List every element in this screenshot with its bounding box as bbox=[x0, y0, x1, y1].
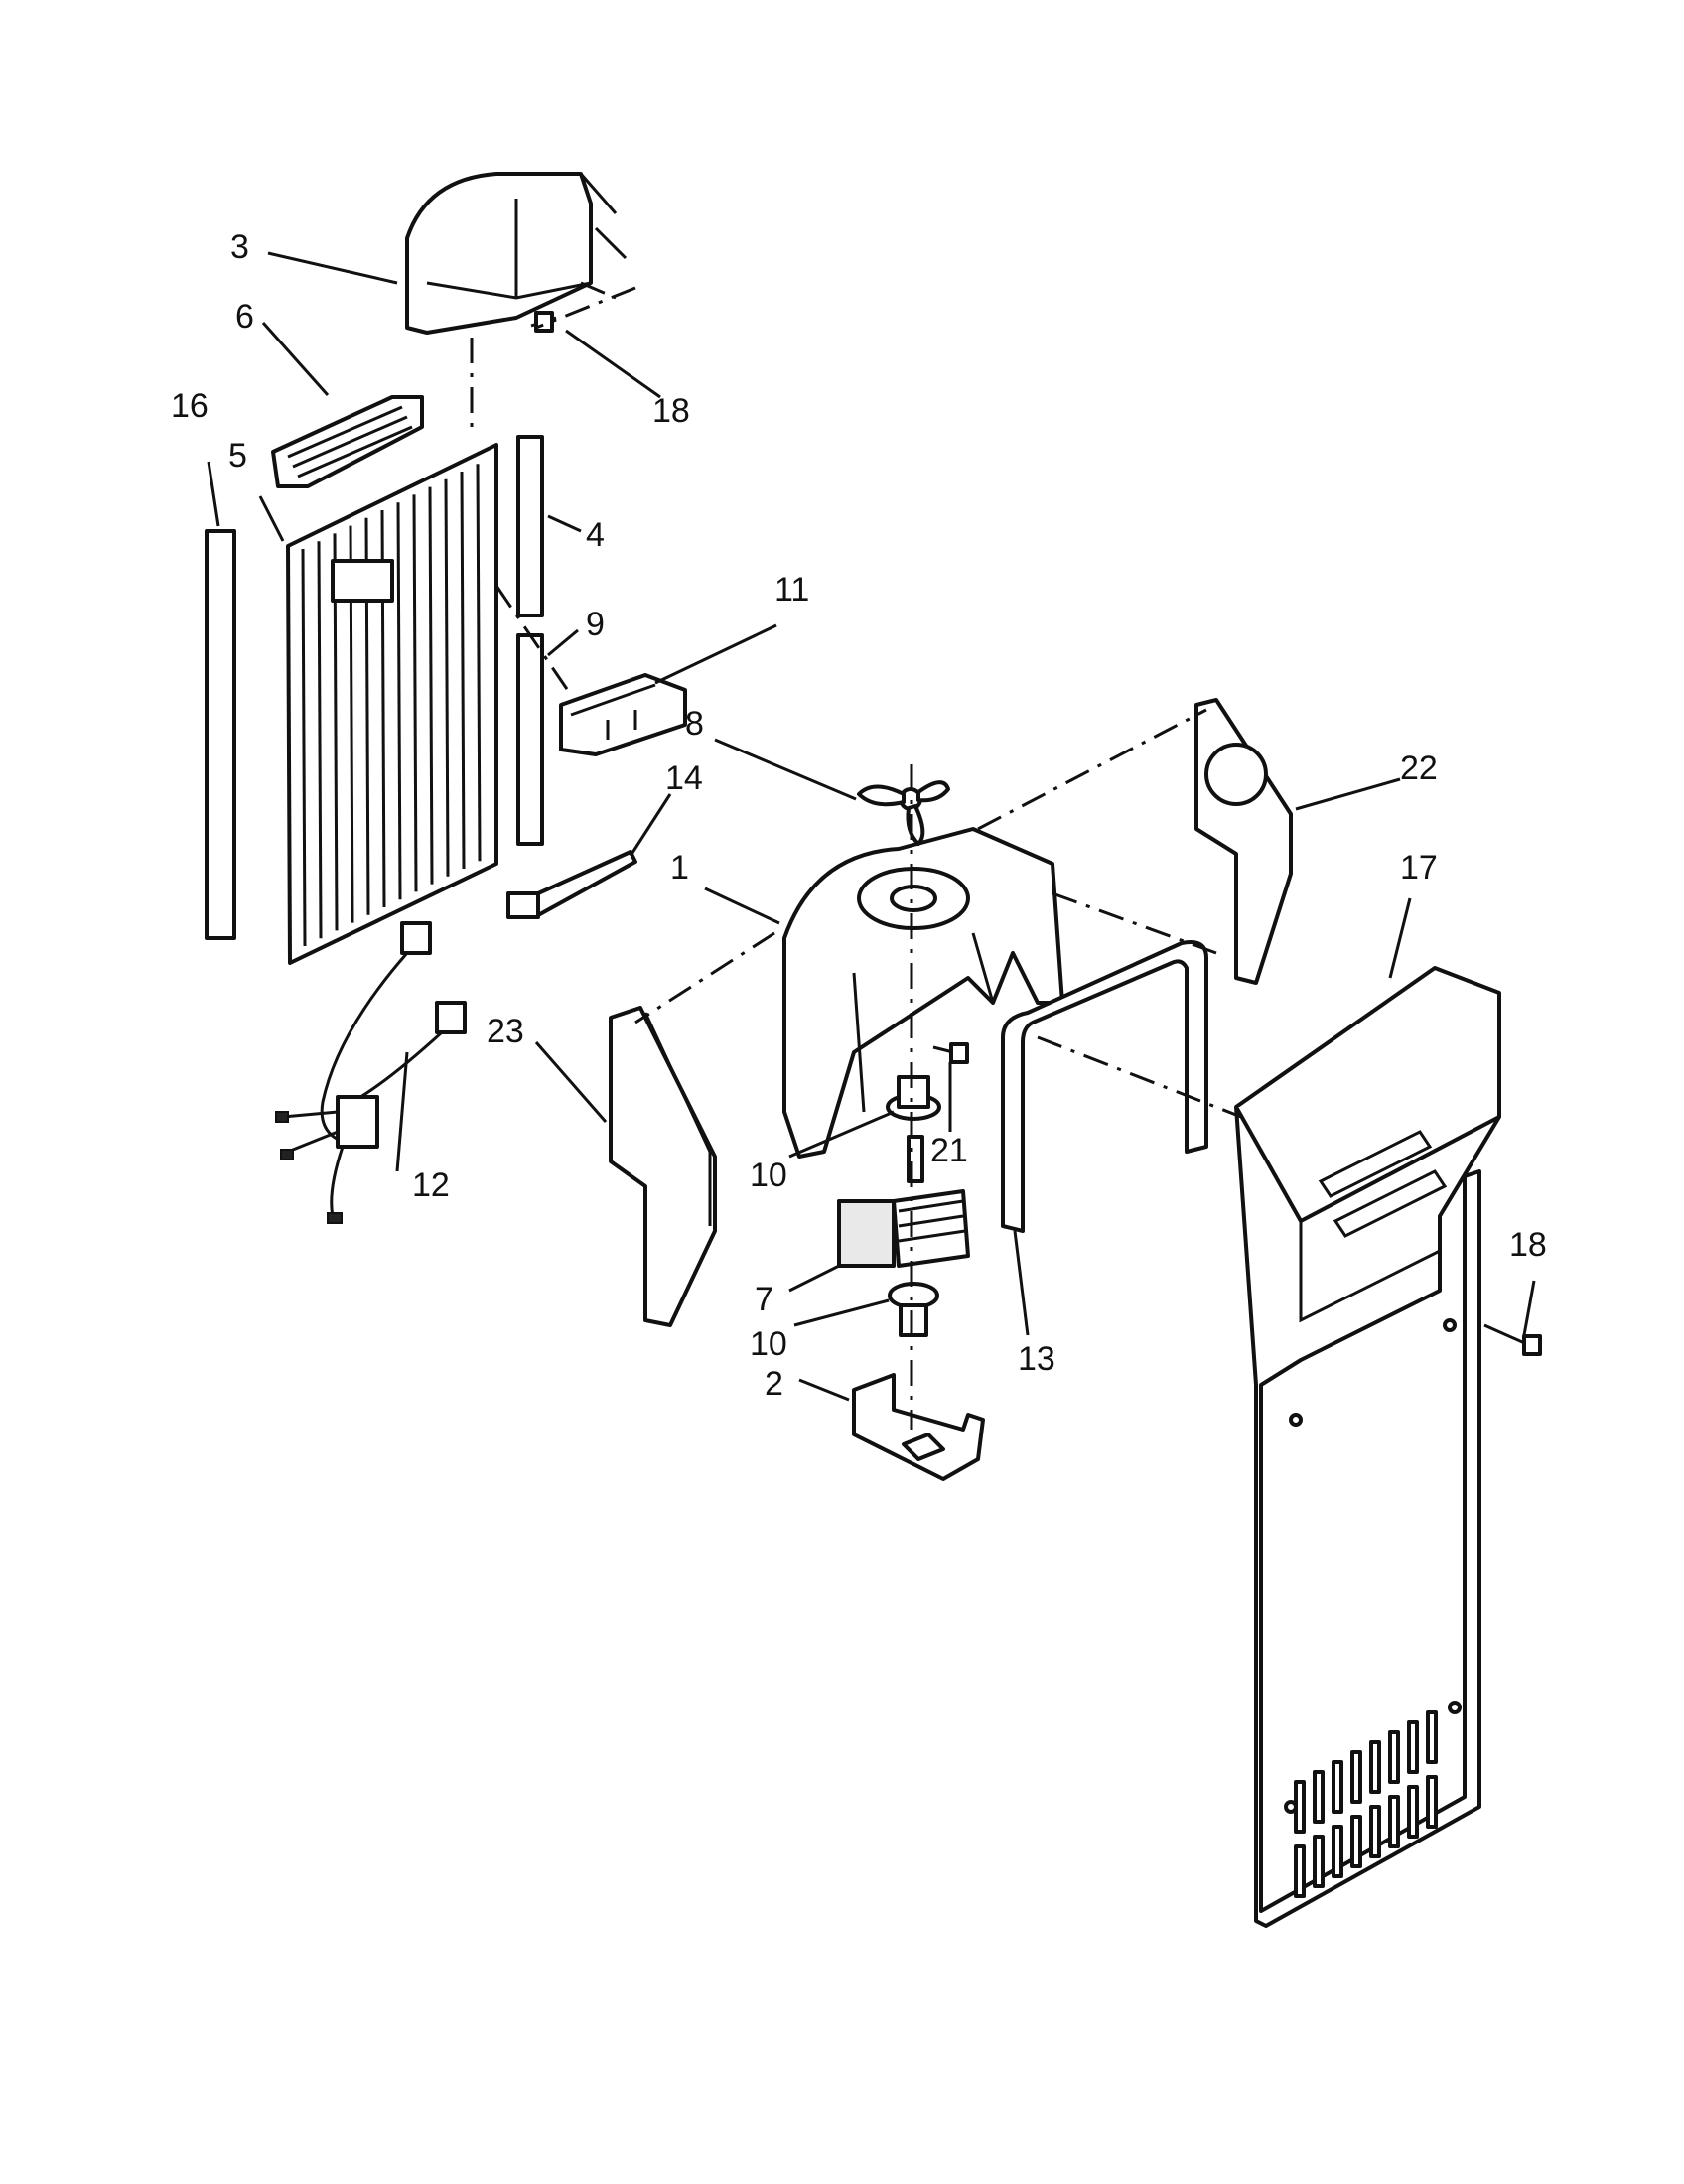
callout-2: 2 bbox=[765, 1365, 783, 1403]
vent-slot bbox=[1426, 1775, 1438, 1829]
cover-rib bbox=[460, 471, 466, 870]
callout-18: 18 bbox=[652, 392, 690, 430]
callout-11: 11 bbox=[774, 571, 809, 609]
part-18-screw-upper bbox=[530, 311, 557, 333]
vent-slot bbox=[1313, 1770, 1325, 1824]
callout-6: 6 bbox=[235, 298, 254, 336]
part-16-gasket bbox=[205, 529, 236, 940]
callout-4: 4 bbox=[586, 516, 605, 554]
callout-leaders bbox=[207, 251, 1536, 1402]
callout-17: 17 bbox=[1400, 849, 1438, 887]
vent-slot bbox=[1350, 1750, 1362, 1804]
callout-23: 23 bbox=[487, 1013, 524, 1050]
callout-9: 9 bbox=[586, 606, 605, 643]
callout-10: 10 bbox=[750, 1325, 787, 1363]
vent-slot bbox=[1388, 1730, 1400, 1784]
part-8-fan-blade bbox=[857, 780, 950, 846]
cover-rib bbox=[412, 494, 418, 892]
callout-14: 14 bbox=[665, 759, 703, 797]
part-2-motor-bracket bbox=[852, 1373, 985, 1481]
part-10-grommet-lower bbox=[888, 1282, 939, 1337]
vent-slot bbox=[1369, 1740, 1381, 1794]
vent-slot bbox=[1332, 1760, 1343, 1814]
cover-rib bbox=[301, 548, 307, 947]
part-23-side-panel bbox=[609, 1006, 717, 1327]
part-11-control-bracket bbox=[559, 673, 687, 756]
vent-slot bbox=[1407, 1785, 1419, 1839]
part-12-wire-harness bbox=[275, 921, 467, 1224]
callout-1: 1 bbox=[670, 849, 689, 887]
part-22-side-panel bbox=[1194, 698, 1293, 985]
part-17-rear-cover bbox=[1234, 966, 1501, 1928]
callout-16: 16 bbox=[171, 387, 209, 425]
vent-slot bbox=[1294, 1780, 1306, 1834]
callout-12: 12 bbox=[412, 1166, 450, 1204]
callout-3: 3 bbox=[230, 228, 249, 266]
part-14-thermistor bbox=[506, 850, 637, 919]
callout-7: 7 bbox=[755, 1281, 773, 1318]
vent-slot bbox=[1388, 1795, 1400, 1848]
callout-8: 8 bbox=[685, 705, 704, 743]
vent-slot bbox=[1369, 1805, 1381, 1858]
cover-rib bbox=[396, 502, 402, 900]
part-21-screw bbox=[932, 1042, 969, 1064]
vent-slot bbox=[1350, 1815, 1362, 1868]
part-18-screw-lower bbox=[1483, 1323, 1542, 1356]
vent-slot bbox=[1426, 1710, 1438, 1764]
part-13-u-gasket bbox=[1001, 940, 1208, 1233]
part-6-grille bbox=[271, 395, 424, 488]
callout-22: 22 bbox=[1400, 750, 1438, 787]
part-9-gasket bbox=[516, 633, 544, 846]
part-10-grommet-upper bbox=[886, 1075, 941, 1121]
vent-slot bbox=[1294, 1844, 1306, 1898]
vent-slot bbox=[1407, 1720, 1419, 1774]
alignment-lines bbox=[470, 281, 1242, 1430]
callout-13: 13 bbox=[1018, 1340, 1055, 1378]
callout-18: 18 bbox=[1509, 1226, 1547, 1264]
part-5-evaporator-cover bbox=[286, 443, 498, 965]
cover-rib bbox=[317, 541, 323, 939]
vent-slot bbox=[1332, 1825, 1343, 1878]
callout-10: 10 bbox=[750, 1157, 787, 1194]
callout-labels: 3 6 18 16 5 4 9 11 8 22 14 1 17 23 21 10… bbox=[171, 228, 1547, 1403]
callout-5: 5 bbox=[228, 437, 247, 475]
part-3-air-duct bbox=[405, 172, 628, 335]
cover-rib bbox=[444, 478, 450, 877]
part-4-gasket bbox=[516, 435, 544, 617]
cover-rib bbox=[476, 464, 482, 862]
cover-rib bbox=[428, 486, 434, 885]
vent-slot bbox=[1313, 1835, 1325, 1888]
callout-21: 21 bbox=[930, 1132, 968, 1169]
